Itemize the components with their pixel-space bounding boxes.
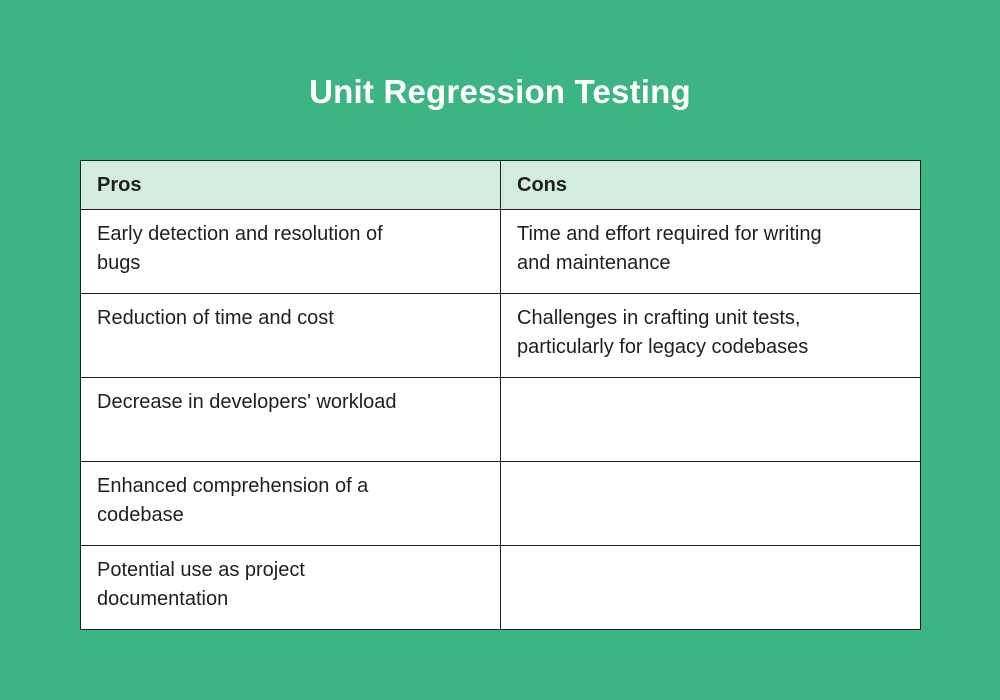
pro-cell: Decrease in developers' workload	[80, 377, 501, 462]
con-cell	[500, 377, 921, 462]
pros-column-header: Pros	[80, 160, 501, 210]
con-cell	[500, 545, 921, 630]
page-title: Unit Regression Testing	[309, 73, 691, 110]
table-row: Early detection and resolution of bugs T…	[80, 209, 921, 294]
cons-column-header: Cons	[500, 160, 921, 210]
table-header: Pros Cons	[80, 160, 921, 210]
pros-cons-table: Pros Cons Early detection and resolution…	[80, 160, 921, 630]
table-body: Early detection and resolution of bugs T…	[80, 209, 921, 630]
con-cell: Time and effort required for writing and…	[500, 209, 921, 294]
table-row: Potential use as project documentation	[80, 545, 921, 630]
table-row: Reduction of time and cost Challenges in…	[80, 293, 921, 378]
pro-cell: Reduction of time and cost	[80, 293, 501, 378]
pro-cell: Potential use as project documentation	[80, 545, 501, 630]
table-row: Decrease in developers' workload	[80, 377, 921, 462]
con-cell	[500, 461, 921, 546]
pro-cell: Early detection and resolution of bugs	[80, 209, 501, 294]
con-cell: Challenges in crafting unit tests, parti…	[500, 293, 921, 378]
header-row: Pros Cons	[80, 160, 921, 210]
table-row: Enhanced comprehension of a codebase	[80, 461, 921, 546]
pro-cell: Enhanced comprehension of a codebase	[80, 461, 501, 546]
